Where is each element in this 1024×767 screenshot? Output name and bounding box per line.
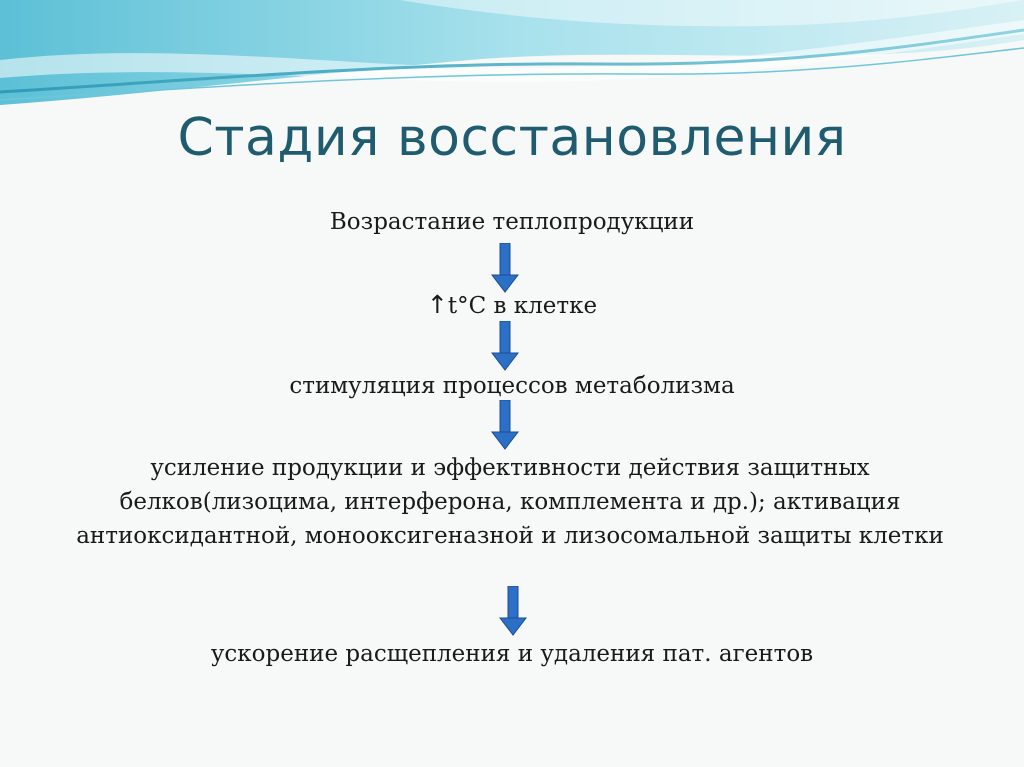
up-arrow-icon: ↑ xyxy=(426,290,448,319)
down-arrow-icon xyxy=(490,243,520,293)
step-heat-production: Возрастание теплопродукции xyxy=(329,209,695,235)
down-arrow-icon xyxy=(498,586,528,636)
down-arrow-icon xyxy=(490,321,520,371)
step-temperature: ↑t°C в клетке xyxy=(0,288,1024,323)
step-agent-removal: ускорение расщепления и удаления пат. аг… xyxy=(210,641,814,667)
slide-title: Стадия восстановления xyxy=(177,108,847,168)
down-arrow-icon xyxy=(490,400,520,450)
decorative-wave-header xyxy=(0,0,1024,105)
step-metabolism: стимуляция процессов метаболизма xyxy=(289,373,735,399)
step-protective-proteins: усиление продукции и эффективности дейст… xyxy=(76,455,944,549)
step-temperature-label: t°C в клетке xyxy=(447,293,598,319)
